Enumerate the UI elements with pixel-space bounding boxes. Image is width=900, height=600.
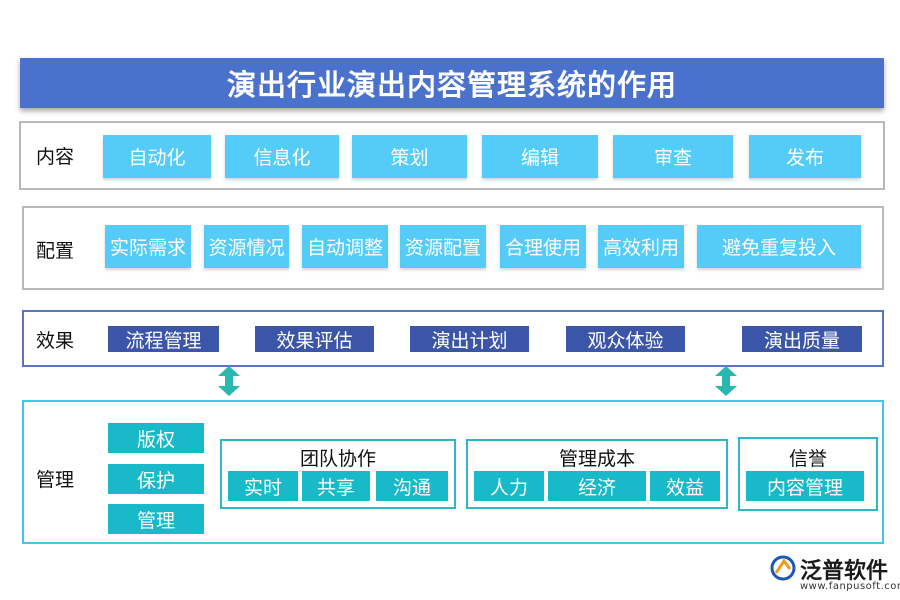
reputation-title: 信誉 [788,448,827,470]
cost-item: 效益 [650,471,720,501]
content-item: 发布 [749,135,861,178]
effect-item: 演出质量 [742,326,862,352]
effect-row-label: 效果 [36,329,75,352]
team-collab-item: 沟通 [376,471,448,501]
config-item: 资源配置 [400,225,486,268]
config-item: 合理使用 [500,225,586,268]
brand-logo: 泛普软件 www.fanpusoft.com [770,553,900,597]
content-item: 审查 [613,135,733,178]
management-row-label: 管理 [36,468,75,491]
team-collab-item: 共享 [302,471,370,501]
cost-item: 经济 [548,471,646,501]
copyright-item: 版权 [108,423,204,453]
cost-item: 人力 [474,471,544,501]
effect-item: 流程管理 [108,326,219,352]
copyright-item: 保护 [108,464,204,494]
double-arrow-icon [217,366,241,396]
double-arrow-icon [714,366,738,396]
content-item: 自动化 [103,135,211,178]
config-item: 避免重复投入 [697,225,861,268]
effect-item: 效果评估 [255,326,374,352]
page-title: 演出行业演出内容管理系统的作用 [20,58,884,108]
effect-item: 演出计划 [410,326,529,352]
content-item: 编辑 [482,135,598,178]
config-item: 高效利用 [598,225,684,268]
brand-name: 泛普软件 [800,559,889,584]
team-collab-title: 团队协作 [299,448,376,470]
config-item: 实际需求 [105,225,191,268]
content-item: 策划 [352,135,467,178]
config-row-label: 配置 [36,239,75,262]
effect-item: 观众体验 [566,326,685,352]
brand-url: www.fanpusoft.com [800,581,900,592]
team-collab-item: 实时 [228,471,298,501]
config-item: 自动调整 [302,225,388,268]
cost-title: 管理成本 [558,448,635,470]
reputation-item: 内容管理 [746,471,864,501]
content-row-label: 内容 [36,145,75,168]
config-item: 资源情况 [204,225,289,268]
content-item: 信息化 [225,135,339,178]
brand-logo-icon [770,555,796,581]
copyright-item: 管理 [108,504,204,534]
